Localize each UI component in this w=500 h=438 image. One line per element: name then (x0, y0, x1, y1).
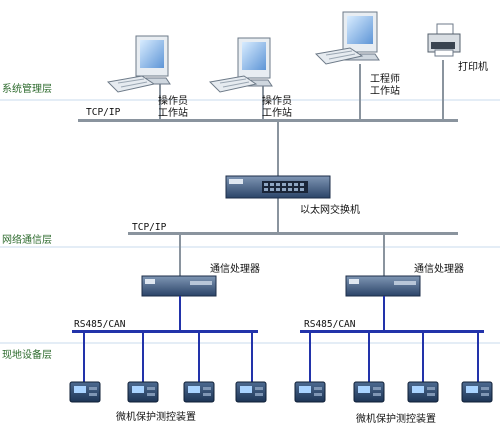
operator1-label-line2: 工作站 (158, 108, 188, 119)
protection-device-6 (353, 381, 385, 403)
mid-bus (128, 232, 458, 235)
devices-label-right: 微机保护测控装置 (356, 414, 436, 425)
protection-device-4 (235, 381, 267, 403)
protection-device-1 (69, 381, 101, 403)
layer-label-system-management: 系统管理层 (2, 84, 52, 95)
comm-processor-right-device (345, 275, 421, 297)
rs485-label-left: RS485/CAN (74, 319, 126, 330)
engineer-workstation-icon (314, 11, 380, 65)
switch-label: 以太网交换机 (300, 205, 360, 216)
tcpip-label-top: TCP/IP (86, 107, 121, 118)
operator-workstation-1-icon (106, 35, 171, 93)
top-bus (78, 119, 458, 122)
devices-label-left: 微机保护测控装置 (116, 412, 196, 423)
rs485-label-right: RS485/CAN (304, 319, 356, 330)
layer-label-field-device: 现地设备层 (2, 350, 52, 361)
protection-device-3 (183, 381, 215, 403)
printer-icon (427, 23, 461, 57)
printer-label: 打印机 (458, 62, 488, 73)
ethernet-switch-device (225, 175, 331, 199)
protection-device-7 (407, 381, 439, 403)
engineer-label-line1: 工程师 (370, 74, 400, 85)
protection-device-8 (461, 381, 493, 403)
processor-left-label: 通信处理器 (210, 264, 260, 275)
protection-device-5 (294, 381, 326, 403)
operator2-label-line1: 操作员 (262, 96, 292, 107)
operator-workstation-2-icon (208, 37, 273, 93)
rs485-bus-left (72, 330, 258, 333)
processor-right-label: 通信处理器 (414, 264, 464, 275)
layer-label-network-comm: 网络通信层 (2, 235, 52, 246)
operator2-label-line2: 工作站 (262, 108, 292, 119)
field-drops (83, 331, 479, 382)
engineer-label-line2: 工作站 (370, 86, 400, 97)
comm-processor-left-device (141, 275, 217, 297)
tcpip-label-mid: TCP/IP (132, 222, 167, 233)
protection-device-2 (127, 381, 159, 403)
operator1-label-line1: 操作员 (158, 96, 188, 107)
rs485-bus-right (300, 330, 484, 333)
